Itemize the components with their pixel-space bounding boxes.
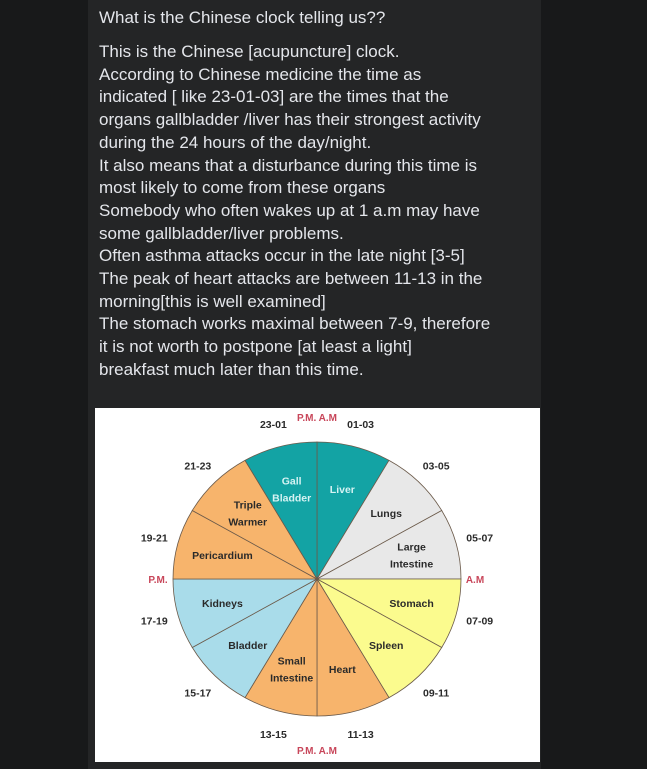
time-label: 07-09 bbox=[466, 615, 493, 627]
post-card: What is the Chinese clock telling us?? T… bbox=[88, 0, 541, 769]
post-line: indicated [ like 23-01-03] are the times… bbox=[99, 87, 449, 107]
clock-slice-gall-bladder bbox=[244, 441, 318, 581]
time-label: 17-19 bbox=[141, 615, 168, 627]
time-label: 21-23 bbox=[184, 461, 211, 473]
time-label: 19-21 bbox=[141, 533, 168, 545]
time-label: 13-15 bbox=[260, 729, 287, 741]
post-line: during the 24 hours of the day/night. bbox=[99, 132, 372, 152]
organ-label: Heart bbox=[329, 664, 356, 676]
post-line: most likely to come from these organs bbox=[99, 178, 386, 198]
left-pm-label: P.M. bbox=[148, 575, 167, 586]
post-line: This is the Chinese [acupuncture] clock. bbox=[99, 42, 400, 61]
organ-label: Bladder bbox=[228, 640, 267, 652]
time-label: 11-13 bbox=[347, 729, 373, 741]
post-line: According to Chinese medicine the time a… bbox=[99, 64, 422, 84]
post-line: some gallbladder/liver problems. bbox=[99, 223, 344, 243]
post-line: organs gallbladder /liver has their stro… bbox=[99, 110, 481, 130]
organ-label: Liver bbox=[330, 484, 355, 496]
bottom-ampm-label: P.M. A.M bbox=[297, 746, 337, 757]
time-label: 01-03 bbox=[347, 419, 374, 431]
top-ampm-label: P.M. A.M bbox=[297, 413, 337, 424]
post-body: This is the Chinese [acupuncture] clock.… bbox=[99, 41, 490, 382]
post-title: What is the Chinese clock telling us?? bbox=[99, 8, 386, 27]
post-line: Often asthma attacks occur in the late n… bbox=[99, 246, 465, 266]
organ-label: Pericardium bbox=[192, 550, 253, 562]
time-label: 03-05 bbox=[423, 461, 450, 473]
post-line: The peak of heart attacks are between 11… bbox=[99, 269, 483, 289]
organ-label: Kidneys bbox=[202, 598, 243, 610]
organ-label: Spleen bbox=[369, 640, 403, 652]
time-label: 15-17 bbox=[184, 687, 211, 699]
post-line: it is not worth to postpone [at least a … bbox=[99, 337, 412, 357]
post-line: morning[this is well examined] bbox=[99, 291, 326, 311]
post-line: It also means that a disturbance during … bbox=[99, 155, 477, 175]
organ-label: Stomach bbox=[389, 598, 433, 610]
post-line: The stomach works maximal between 7-9, t… bbox=[99, 314, 491, 334]
post-line: breakfast much later than this time. bbox=[99, 359, 364, 379]
organ-label: Lungs bbox=[370, 508, 402, 520]
time-label: 09-11 bbox=[423, 687, 449, 699]
time-label: 05-07 bbox=[466, 533, 493, 545]
post-line: Somebody who often wakes up at 1 a.m may… bbox=[99, 200, 480, 220]
right-am-label: A.M bbox=[466, 575, 484, 586]
time-label: 23-01 bbox=[260, 419, 287, 431]
